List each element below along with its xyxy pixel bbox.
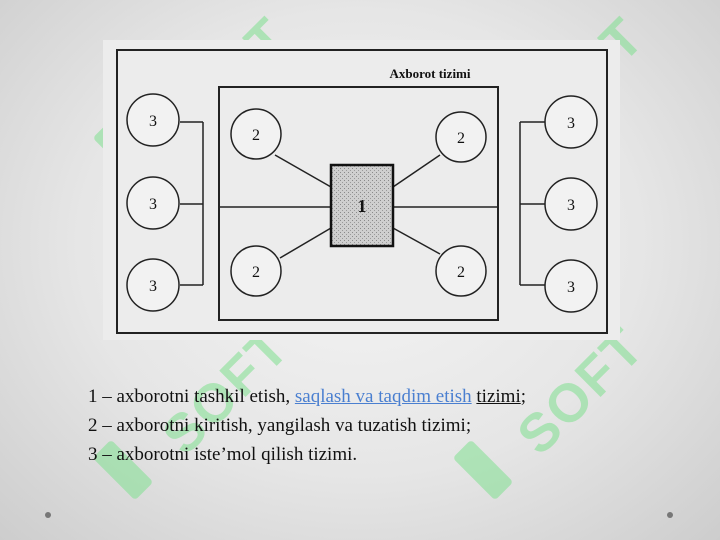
outer-node: 3: [544, 95, 598, 149]
connector-line: [274, 154, 332, 188]
legend-line-1-prefix: 1 – axborotni tashkil etish,: [88, 386, 295, 407]
legend-caption: 1 – axborotni tashkil etish, saqlash va …: [88, 382, 688, 469]
connector-line: [279, 227, 332, 259]
slide-corner-dot: [667, 512, 673, 518]
legend-line-1: 1 – axborotni tashkil etish, saqlash va …: [88, 382, 688, 411]
inner-node: 2: [435, 111, 487, 163]
outer-node: 3: [126, 93, 180, 147]
inner-node: 2: [230, 108, 282, 160]
legend-link[interactable]: saqlash va taqdim etish: [294, 386, 472, 407]
outer-node-label: 3: [149, 278, 157, 295]
legend-line-3: 3 – axborotni iste’mol qilish tizimi.: [88, 444, 358, 465]
legend-underlined-word: tizimi: [476, 386, 521, 407]
inner-node-label: 2: [252, 127, 260, 144]
inner-node-label: 2: [457, 130, 465, 147]
outer-node: 3: [126, 258, 180, 312]
inner-node: 2: [435, 245, 487, 297]
outer-frame: [116, 49, 608, 334]
outer-node: 3: [544, 177, 598, 231]
inner-node: 2: [230, 245, 282, 297]
connector-line: [392, 227, 441, 255]
legend-line-2: 2 – axborotni kiritish, yangilash va tuz…: [88, 415, 472, 436]
inner-node-label: 2: [252, 264, 260, 281]
connector-line: [392, 154, 441, 188]
diagram-title: Axborot tizimi: [390, 66, 471, 81]
center-node-label: 1: [358, 196, 367, 216]
outer-node-label: 3: [149, 196, 157, 213]
center-node: [329, 163, 395, 248]
outer-node: 3: [544, 259, 598, 313]
outer-node-label: 3: [567, 197, 575, 214]
outer-node-label: 3: [149, 113, 157, 130]
legend-line-1-suffix: ;: [520, 386, 527, 407]
outer-node-label: 3: [567, 279, 575, 296]
slide-corner-dot: [45, 512, 51, 518]
outer-node: 3: [126, 176, 180, 230]
outer-node-label: 3: [567, 115, 575, 132]
inner-node-label: 2: [457, 264, 465, 281]
inner-frame: [218, 86, 499, 321]
